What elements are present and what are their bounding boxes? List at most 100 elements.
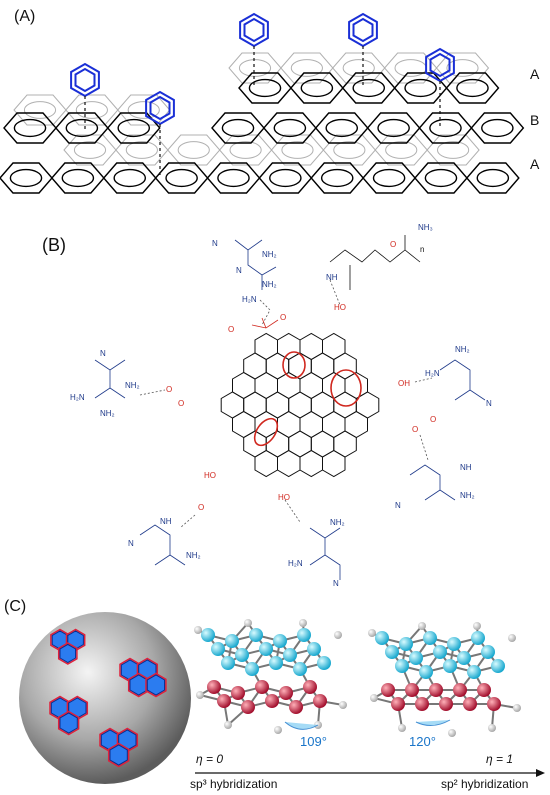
hex-ring <box>280 52 334 84</box>
core-ring <box>243 391 267 419</box>
atom <box>274 726 282 734</box>
svg-text:NH₂: NH₂ <box>186 551 201 560</box>
hex-inner-ring <box>269 168 302 188</box>
svg-text:NH₂: NH₂ <box>330 518 345 527</box>
hybridization-left-label: sp³ hybridization <box>190 777 278 791</box>
defect-ellipses <box>253 351 362 447</box>
core-ring <box>265 430 290 458</box>
hex-ring <box>238 72 292 104</box>
hex-ring <box>341 72 396 104</box>
guanidinium-group-left <box>94 359 166 399</box>
atom <box>297 628 311 642</box>
hex-ring <box>362 162 417 194</box>
layer-label-top: A <box>530 66 540 82</box>
svg-text:N: N <box>486 399 492 408</box>
axis-arrowhead <box>536 769 545 777</box>
hex-inner-ring <box>429 118 462 138</box>
core-ring <box>322 332 346 361</box>
hex-inner-ring <box>248 78 282 98</box>
svg-text:NH₂: NH₂ <box>100 409 115 418</box>
hex-inner-ring <box>117 118 151 138</box>
atom <box>467 665 481 679</box>
atom <box>241 700 255 714</box>
hex-inner-ring <box>73 141 107 159</box>
atom <box>457 651 471 665</box>
graphene-flake <box>99 727 139 768</box>
angle-wedge-sp2 <box>415 719 451 726</box>
atom <box>405 683 419 697</box>
atom <box>231 686 245 700</box>
atom <box>279 686 293 700</box>
defect-ellipse-2 <box>330 369 362 407</box>
atom <box>225 634 239 648</box>
svg-text:n: n <box>420 245 424 254</box>
svg-text:O: O <box>390 240 396 249</box>
atom <box>196 691 204 699</box>
hex-ring <box>63 134 117 166</box>
svg-text:NH₂: NH₂ <box>262 250 277 259</box>
phenyl-inner-ring <box>74 67 96 93</box>
graphite-stack-diagram <box>0 12 525 194</box>
hex-inner-ring <box>273 118 307 138</box>
hex-inner-ring <box>446 59 479 77</box>
panel-b-label: (B) <box>42 235 66 255</box>
svg-text:NH: NH <box>460 463 472 472</box>
atom <box>453 683 467 697</box>
core-ring <box>232 410 256 439</box>
guanidinium-group-top <box>234 239 277 326</box>
svg-text:H₂N: H₂N <box>242 295 257 304</box>
atom <box>477 683 491 697</box>
core-ring <box>333 430 357 458</box>
atom <box>244 619 252 627</box>
hex-ring <box>418 112 473 144</box>
hex-ring <box>154 162 209 194</box>
hex-inner-ring <box>65 118 99 138</box>
hex-ring <box>366 112 421 144</box>
atom <box>381 683 395 697</box>
core-ring <box>322 410 346 439</box>
hex-ring <box>218 134 273 166</box>
core-ring <box>299 449 323 478</box>
hex-ring <box>426 134 480 166</box>
hex-ring <box>310 162 365 194</box>
atom <box>201 628 215 642</box>
flake-edge <box>145 672 167 698</box>
panel-c-label: (C) <box>4 598 27 615</box>
hex-ring <box>228 52 282 84</box>
hex-inner-ring <box>325 118 359 138</box>
core-ring <box>277 332 301 361</box>
atom <box>419 665 433 679</box>
atom <box>339 701 347 709</box>
svg-text:HO: HO <box>278 493 290 502</box>
polymer-chain <box>329 235 421 306</box>
atom <box>418 622 426 630</box>
functionalized-graphene-structure: N NH₂ N NH₂ H₂N O O NH₃ O n NH HO N NH₂ … <box>70 223 492 588</box>
atom <box>439 697 453 711</box>
atom <box>488 724 496 732</box>
svg-text:H₂N: H₂N <box>288 559 303 568</box>
phenyl-ring <box>70 62 100 98</box>
core-ring <box>299 410 323 439</box>
svg-text:O: O <box>166 385 172 394</box>
atom <box>207 680 221 694</box>
atom <box>334 631 342 639</box>
atom <box>259 642 273 656</box>
core-ring <box>288 391 312 419</box>
atom <box>303 680 317 694</box>
guanidinium-group-bottom <box>284 499 341 580</box>
atom <box>255 680 269 694</box>
core-ring <box>344 410 368 439</box>
panel-a-label: (A) <box>14 8 36 25</box>
core-ring <box>254 371 278 400</box>
hex-ring <box>167 134 221 166</box>
hex-ring <box>270 134 325 166</box>
hex-inner-ring <box>113 168 147 188</box>
phenyl-inner-ring <box>149 95 171 121</box>
hex-inner-ring <box>385 141 418 159</box>
atom <box>224 721 232 729</box>
svg-text:OH: OH <box>398 379 410 388</box>
core-ring <box>322 449 346 478</box>
atom <box>265 694 279 708</box>
svg-text:N: N <box>212 239 218 248</box>
hex-ring <box>262 112 317 144</box>
